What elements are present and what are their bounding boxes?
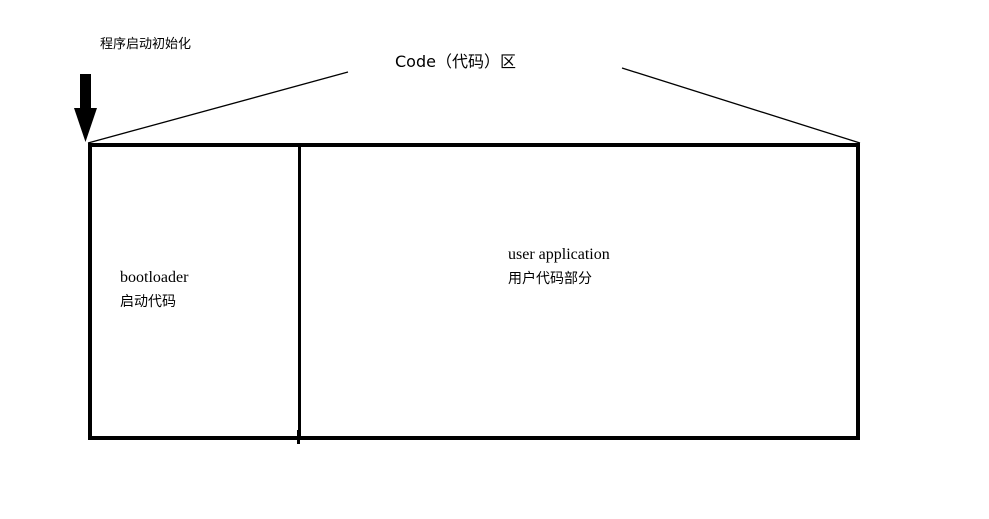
down-arrow-icon — [74, 74, 97, 142]
leader-line-right — [621, 67, 861, 144]
startup-init-label: 程序启动初始化 — [100, 37, 192, 52]
region-user-application-label: user application 用户代码部分 — [508, 243, 610, 291]
region-divider-overshoot — [297, 430, 300, 444]
code-region-box: bootloader 启动代码 user application 用户代码部分 — [88, 143, 860, 440]
page-title: Code（代码）区 — [395, 52, 516, 71]
region-bootloader: bootloader 启动代码 — [92, 147, 301, 436]
region-bootloader-name-cn: 启动代码 — [120, 294, 176, 310]
region-user-application-name-cn: 用户代码部分 — [508, 271, 592, 287]
region-bootloader-label: bootloader 启动代码 — [120, 266, 188, 314]
region-bootloader-name-en: bootloader — [120, 269, 189, 286]
region-user-application-name-en: user application — [508, 246, 610, 263]
leader-line-left — [87, 71, 349, 144]
region-user-application: user application 用户代码部分 — [301, 147, 856, 436]
